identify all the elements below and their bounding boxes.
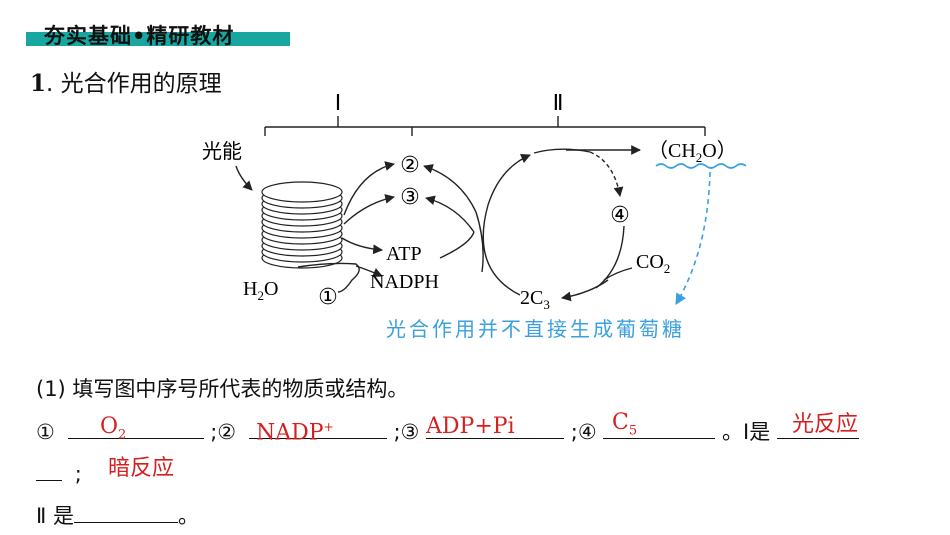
light-reaction-arrows <box>297 161 484 293</box>
light-label: 光能 <box>202 139 242 163</box>
semicolon: ; <box>74 462 82 486</box>
stage-i-label: Ⅰ <box>335 90 342 115</box>
question-line-3: Ⅱ 是 。 <box>36 502 199 529</box>
blank-5-continued <box>36 460 62 481</box>
label-4: ④ <box>610 203 630 228</box>
wavy-underline <box>655 163 747 169</box>
section-title-text: . 光合作用的原理 <box>46 71 222 97</box>
blank-1-number: ① <box>36 420 55 444</box>
question-line-1: ① ;② ;③ ;④ 。Ⅰ是 <box>36 418 859 445</box>
section-header: 夯实基础•精研教材 <box>0 24 290 50</box>
label-3: ③ <box>400 185 420 210</box>
blank-1 <box>67 418 204 439</box>
header-title: 夯实基础•精研教材 <box>44 24 235 48</box>
blank-4-number: ;④ <box>570 420 597 444</box>
blank-5-prefix: 。Ⅰ是 <box>722 420 771 444</box>
c3-label: 2C3 <box>520 287 550 312</box>
light-arrow <box>235 165 253 191</box>
blank-4 <box>603 418 716 439</box>
h2o-label: H2O <box>243 278 278 303</box>
question-prompt: (1) 填写图中序号所代表的物质或结构。 <box>36 377 409 401</box>
blank-6-prefix: Ⅱ 是 <box>36 504 75 528</box>
label-2: ② <box>400 153 420 178</box>
blank-2 <box>248 418 387 439</box>
annotation-note: 光合作用并不直接生成葡萄糖 <box>386 317 685 341</box>
blank-6 <box>74 502 179 523</box>
period: 。 <box>178 504 200 528</box>
answer-5: 光反应 <box>792 412 859 437</box>
question-line-2: ; <box>36 460 82 487</box>
ch2o-label: （CH2O） <box>648 139 737 165</box>
nadph-label: NADPH <box>370 271 439 293</box>
thylakoid-stack-icon <box>261 181 343 269</box>
co2-label: CO2 <box>636 251 670 276</box>
answer-2: NADP+ <box>256 420 334 446</box>
photosynthesis-diagram: Ⅰ Ⅱ 光能 ② ③ ATP NADPH H2O ① <box>202 90 747 341</box>
stage-ii-label: Ⅱ <box>553 90 564 115</box>
atp-label: ATP <box>386 243 422 265</box>
answer-4: C5 <box>612 410 638 439</box>
label-1: ① <box>318 285 338 310</box>
blank-2-number: ;② <box>210 420 237 444</box>
stage-bracket <box>264 116 706 136</box>
note-arrow <box>675 171 711 305</box>
header-bar <box>26 32 290 46</box>
section-number: 1 <box>30 70 47 97</box>
blank-3-number: ;③ <box>393 420 420 444</box>
answer-6: 暗反应 <box>108 456 175 481</box>
blank-3 <box>426 418 565 439</box>
answer-3: ADP+Pi <box>426 414 515 439</box>
blank-5 <box>776 418 859 439</box>
answer-1: O2 <box>100 414 127 443</box>
section-title: 1. 光合作用的原理 <box>30 70 222 98</box>
calvin-cycle <box>482 145 641 302</box>
